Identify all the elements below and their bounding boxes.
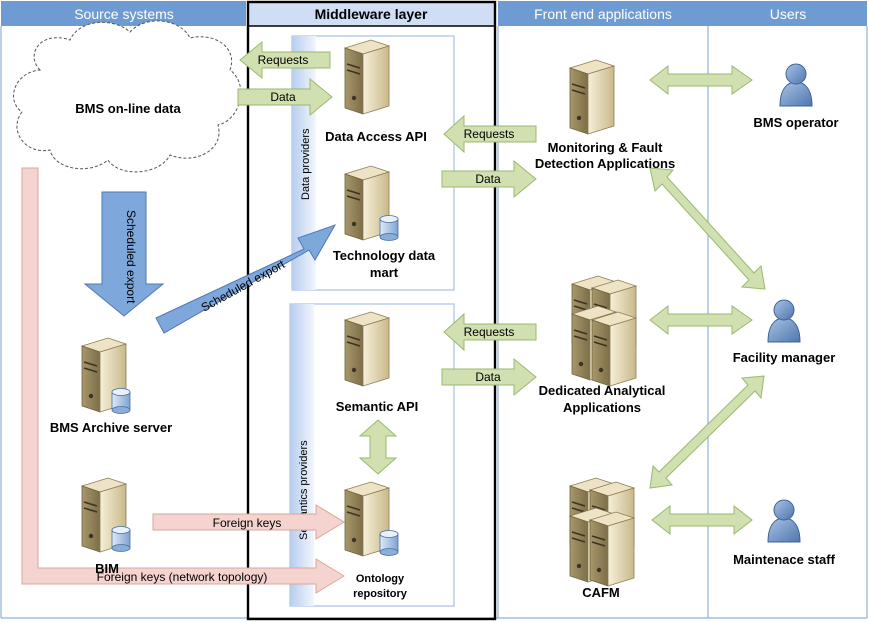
requests-to-cloud-arrow (239, 40, 331, 80)
header-middleware: Middleware layer (315, 6, 428, 22)
monitoring-label-2: Detection Applications (535, 156, 675, 171)
monitoring-operator-arrow (649, 64, 753, 96)
data-access-api-server-icon (344, 39, 390, 115)
requests-to-cloud-label: Requests (258, 53, 309, 67)
bms-operator-label: BMS operator (753, 115, 838, 130)
ontology-label-1: Ontology (356, 573, 405, 585)
data-access-api-label: Data Access API (325, 129, 427, 144)
facility-manager-label: Facility manager (733, 350, 836, 365)
requests-analytical-label: Requests (464, 325, 515, 339)
cafm-label: CAFM (582, 585, 620, 600)
data-analytical-arrow (441, 357, 537, 397)
data-from-cloud-label: Data (270, 90, 296, 104)
monitoring-server-icon (569, 59, 615, 135)
cafm-servers-icon (569, 477, 635, 587)
header-source-bg (1, 1, 246, 26)
header-source: Source systems (74, 6, 174, 22)
monitoring-manager-diag-arrow (649, 167, 766, 290)
data-providers-label: Data providers (300, 128, 312, 200)
data-analytical-label: Data (475, 370, 501, 384)
header-users: Users (770, 6, 807, 22)
scheduled-export-down-arrow (83, 191, 165, 317)
bim-server-icon (81, 477, 131, 553)
analytical-servers-icon (571, 275, 637, 387)
foreign-keys-topology-label: Foreign keys (network topology) (97, 570, 268, 584)
foreign-keys-label: Foreign keys (213, 516, 282, 530)
bms-archive-server-icon (81, 337, 131, 414)
analytical-label-2: Applications (563, 400, 641, 415)
ontology-label-2: repository (353, 588, 408, 600)
cafm-manager-diag-arrow (649, 375, 765, 489)
header-frontend: Front end applications (534, 6, 672, 22)
cafm-maintenance-arrow (651, 504, 753, 536)
semantic-ontology-arrow (358, 419, 398, 475)
maintenance-staff-label: Maintenace staff (733, 552, 836, 567)
foreign-keys-topology-arrow (21, 167, 345, 594)
semantic-api-server-icon (344, 311, 390, 387)
semantics-providers-band (290, 304, 314, 606)
bms-online-cloud (13, 20, 242, 173)
data-monitoring-arrow (441, 159, 537, 199)
middleware-frame (246, 0, 497, 621)
data-monitoring-label: Data (475, 172, 501, 186)
foreign-keys-arrow (152, 504, 345, 540)
monitoring-label-1: Monitoring & Fault (548, 140, 663, 155)
bms-online-label: BMS on-line data (75, 101, 181, 116)
analytical-manager-arrow (649, 304, 753, 336)
tech-mart-label-2: mart (370, 265, 399, 280)
scheduled-export-diag-arrow (155, 224, 337, 334)
requests-monitoring-label: Requests (464, 127, 515, 141)
header-users-bg (708, 1, 867, 26)
analytical-label-1: Dedicated Analytical (539, 383, 666, 398)
scheduled-export-down-label: Scheduled export (124, 210, 138, 304)
requests-monitoring-arrow (443, 114, 537, 154)
bms-archive-label: BMS Archive server (50, 420, 172, 435)
data-from-cloud-arrow (237, 77, 333, 117)
semantic-api-label: Semantic API (336, 399, 419, 414)
requests-analytical-arrow (443, 312, 537, 352)
header-frontend-bg (498, 1, 708, 26)
bim-label: BIM (95, 561, 119, 576)
tech-mart-label-1: Technology data (333, 248, 436, 263)
header-middleware-bg (249, 3, 494, 26)
